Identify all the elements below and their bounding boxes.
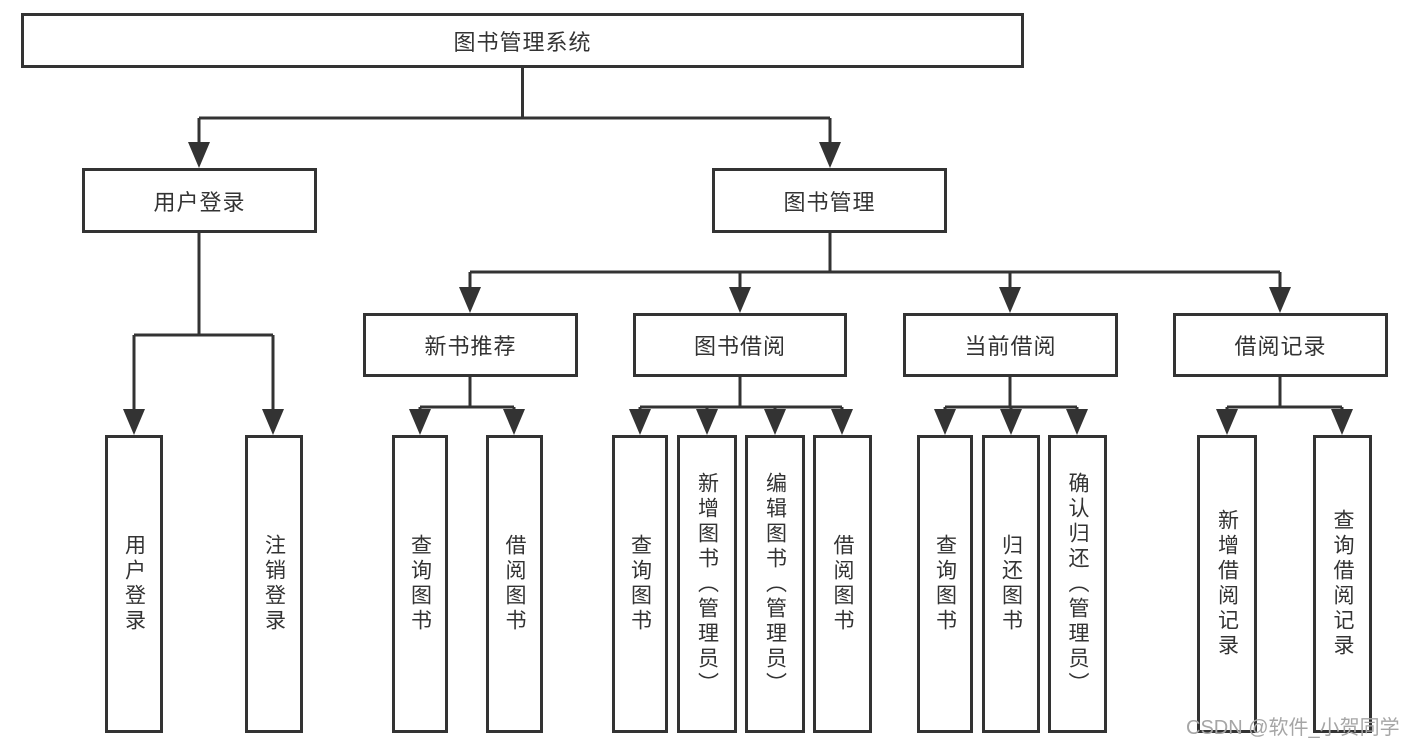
arrow-icon [1331,409,1353,435]
node-label: 图书管理 [783,189,876,215]
arrow-icon [123,409,145,435]
leaf-add-borrow-record: 新增借阅记录 [1197,435,1257,733]
leaf-add-book-admin: 新增图书（管理员） [677,435,737,733]
leaf-edit-book-admin: 编辑图书（管理员） [745,435,805,733]
node-label: 编辑图书（管理员） [763,471,787,697]
arrow-icon [629,409,651,435]
node-label: 查询借阅记录 [1331,509,1354,659]
node-label: 查询图书 [933,534,957,634]
node-new-book-recommend: 新书推荐 [363,313,578,377]
arrow-icon [503,409,525,435]
leaf-query-borrow-record: 查询借阅记录 [1313,435,1372,733]
connector-book-management [468,233,1282,295]
node-borrow-records: 借阅记录 [1173,313,1388,377]
leaf-query-books-current: 查询图书 [917,435,973,733]
node-label: 新增图书（管理员） [695,471,719,697]
arrow-icon [1066,409,1088,435]
csdn-watermark: CSDN @软件_小贺同学 [1186,717,1400,739]
arrow-icon [1216,409,1238,435]
node-user-login: 用户登录 [82,168,317,233]
connector-new-book-recommend [418,377,516,417]
node-label: 查询图书 [408,534,432,634]
node-label: 图书借阅 [693,334,786,359]
connector-root [197,68,832,150]
node-label: 新增借阅记录 [1215,509,1239,659]
node-label: 用户登录 [122,534,146,634]
connector-borrow-records [1225,377,1344,417]
arrow-icon [409,409,431,435]
leaf-logout: 注销登录 [245,435,303,733]
arrow-icon [764,409,786,435]
node-book-borrow: 图书借阅 [633,313,847,377]
node-label: 确认归还（管理员） [1066,471,1089,697]
arrow-icon [696,409,718,435]
leaf-borrow-books-recommend: 借阅图书 [486,435,543,733]
node-label: 注销登录 [262,534,286,634]
node-label: 查询图书 [628,534,652,634]
arrow-icon [1000,409,1022,435]
arrow-icon [999,287,1021,313]
arrow-icon [459,287,481,313]
node-label: 新书推荐 [424,334,517,359]
node-label: 图书管理系统 [453,29,592,55]
leaf-confirm-return-admin: 确认归还（管理员） [1048,435,1107,733]
leaf-query-books-borrow: 查询图书 [612,435,668,733]
leaf-query-books-recommend: 查询图书 [392,435,448,733]
node-label: 借阅图书 [503,534,526,634]
arrow-icon [934,409,956,435]
leaf-user-login: 用户登录 [105,435,163,733]
arrow-icon [729,287,751,313]
node-label: 用户登录 [153,189,246,215]
node-current-borrow: 当前借阅 [903,313,1118,377]
node-book-management: 图书管理 [712,168,947,233]
node-label: 当前借阅 [964,334,1057,359]
connector-current-borrow [943,377,1079,417]
node-label: 借阅图书 [831,534,854,634]
leaf-return-book: 归还图书 [982,435,1040,733]
connector-book-borrow [638,377,844,417]
connector-user-login [132,233,275,417]
arrow-icon [1269,287,1291,313]
node-label: 归还图书 [999,534,1023,634]
node-root: 图书管理系统 [21,13,1024,68]
arrow-icon [819,142,841,168]
node-label: 借阅记录 [1234,334,1327,359]
arrow-icon [188,142,210,168]
arrow-icon [831,409,853,435]
arrow-icon [262,409,284,435]
leaf-borrow-books: 借阅图书 [813,435,872,733]
